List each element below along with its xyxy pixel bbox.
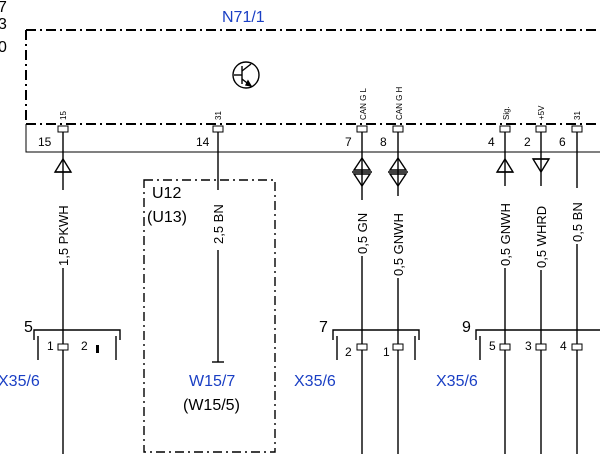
wire-label: 2,5 BN <box>211 204 226 244</box>
edge-text-2: 3 <box>0 16 7 33</box>
connector-pin: 4 <box>560 339 567 353</box>
pin-socket-icon <box>571 125 583 133</box>
component-label: U12 <box>152 185 181 202</box>
pin-socket-icon <box>57 343 69 351</box>
arrow-bidirectional-icon <box>352 156 372 188</box>
edge-text-3: 0 <box>0 39 7 56</box>
pin-signal: 31 <box>573 111 582 120</box>
ground-label: W15/7 <box>189 373 235 390</box>
pin-socket-icon <box>356 343 368 351</box>
module-pin-14: 14 31 <box>196 111 224 149</box>
pin-number: 7 <box>345 135 352 149</box>
module-pin-15: 15 15 <box>38 111 69 149</box>
connector-pin: 5 <box>489 339 496 353</box>
module-pin-4: 4 Sig. <box>488 106 511 149</box>
pin-socket-icon <box>535 343 547 351</box>
wire-lines <box>62 132 578 454</box>
wire-label: 0,5 BN <box>570 202 585 242</box>
wire-label: 0,5 GNWH <box>498 203 513 266</box>
wire-label: 0,5 GNWH <box>391 213 406 276</box>
module-title: N71/1 <box>222 9 265 26</box>
connector-pin: 3 <box>525 339 532 353</box>
pin-signal: CAN G L <box>359 87 368 120</box>
pin-number: 6 <box>559 135 566 149</box>
arrow-up-icon <box>53 157 73 173</box>
pin-signal: CAN G H <box>395 86 404 120</box>
pin-number: 2 <box>524 135 531 149</box>
pin-number: 8 <box>380 135 387 149</box>
module-pin-2: 2 +5V <box>524 105 547 149</box>
connector-pin: 1 <box>47 339 54 353</box>
pin-number: 4 <box>488 135 495 149</box>
component-sublabel: (U13) <box>147 209 187 226</box>
wire-label: 1,5 PKWH <box>56 205 71 266</box>
connector-pin: 1 <box>383 345 390 359</box>
module-boundary <box>25 29 600 153</box>
connector-name: X35/6 <box>436 373 478 390</box>
pin-socket-icon <box>392 125 404 133</box>
arrow-bidirectional-icon <box>388 156 408 188</box>
pin-socket-icon <box>57 125 69 133</box>
pin-socket-icon <box>356 125 368 133</box>
module-pin-8: 8 CAN G H <box>380 86 404 149</box>
connector-block: 7 2 1 X35/6 <box>294 319 420 390</box>
pin-socket-icon <box>571 343 583 351</box>
module-pin-7: 7 CAN G L <box>345 87 368 149</box>
connector-number: 7 <box>319 319 328 336</box>
pin-signal: Sig. <box>502 106 511 120</box>
wire-label: 0,5 WHRD <box>534 206 549 268</box>
pin-signal: 31 <box>214 111 223 120</box>
pin-signal: +5V <box>537 105 546 120</box>
pin-marker-icon <box>96 345 99 353</box>
connector-number: 9 <box>462 319 471 336</box>
connector-pin: 2 <box>345 345 352 359</box>
connector-number: 5 <box>24 319 33 336</box>
connector-block: 5 1 2 X35/6 <box>0 319 121 390</box>
component-box: U12 (U13) <box>143 179 276 453</box>
pin-socket-icon <box>535 125 547 133</box>
pin-socket-icon <box>392 343 404 351</box>
edge-text-1: 7 <box>0 0 7 16</box>
connector-name: X35/6 <box>294 373 336 390</box>
pin-number: 14 <box>196 135 210 149</box>
ground-sublabel: (W15/5) <box>183 397 240 414</box>
pin-socket-icon <box>499 125 511 133</box>
wire-labels: 1,5 PKWH 2,5 BN 0,5 GN 0,5 GNWH 0,5 GNWH… <box>55 186 585 278</box>
pin-socket-icon <box>499 343 511 351</box>
wire-label: 0,5 GN <box>355 213 370 254</box>
module-pin-6: 6 31 <box>559 111 583 149</box>
connector-block: 9 5 3 4 X35/6 <box>436 319 600 390</box>
pin-socket-icon <box>212 125 224 133</box>
arrow-up-icon <box>495 157 515 173</box>
pin-signal: 15 <box>59 111 68 120</box>
connector-pin: 2 <box>81 339 88 353</box>
transistor-icon <box>232 61 260 89</box>
pin-number: 15 <box>38 135 52 149</box>
connector-name: X35/6 <box>0 373 40 390</box>
arrow-down-icon <box>531 158 551 174</box>
